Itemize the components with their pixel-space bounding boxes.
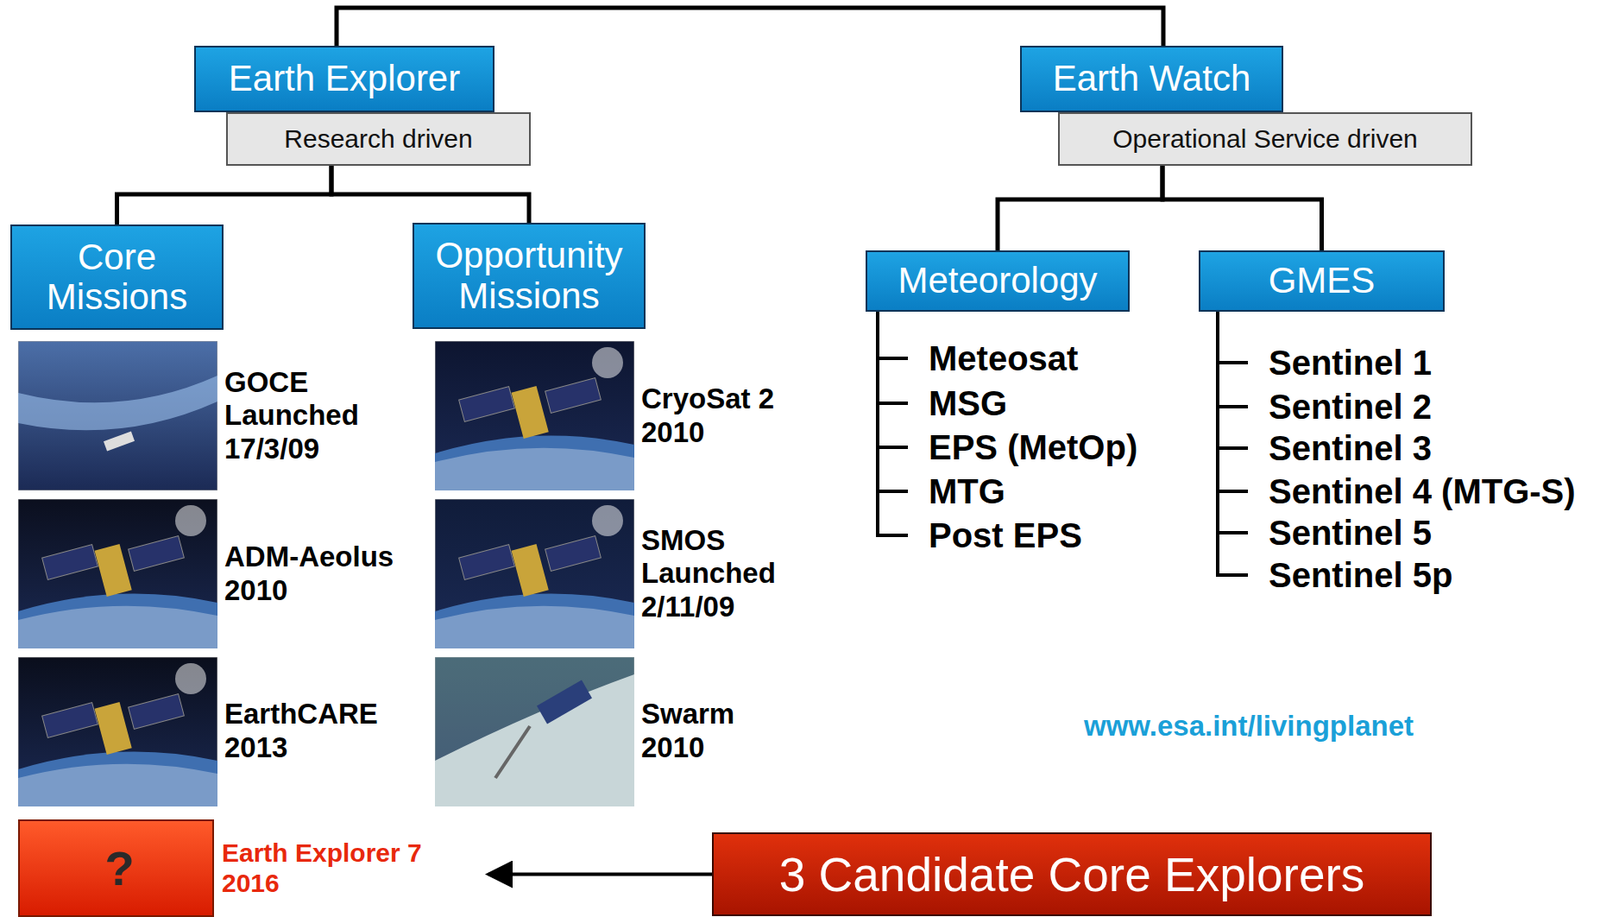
node-text: Swarm 2010 — [641, 697, 793, 764]
mission-entry: Swarm 2010 — [434, 655, 798, 807]
node-text: GOCE Launched 17/3/09 — [224, 365, 402, 467]
satellite-picture — [434, 498, 635, 649]
mission-group-box: Opportunity Missions — [412, 222, 646, 329]
satellite-picture — [434, 656, 635, 807]
category-box: Earth Watch — [1020, 45, 1284, 113]
node-text: SMOS Launched 2/11/09 — [641, 523, 793, 624]
future-mission-box: ? Earth Explorer 7 2016 — [18, 818, 486, 917]
tree-connector — [336, 7, 1164, 46]
mission-name: Sentinel 2 — [1268, 387, 1432, 426]
mission-name: Meteosat — [928, 339, 1078, 378]
mission-name: MSG — [928, 384, 1008, 423]
node-text: CryoSat 2 2010 — [641, 382, 793, 449]
node-text: Opportunity Missions — [422, 235, 636, 315]
candidate-box: 3 Candidate Core Explorers — [711, 831, 1432, 916]
mission-entry: EarthCARE 2013 — [18, 655, 424, 807]
mission-name: Sentinel 1 — [1268, 343, 1432, 382]
mission-entry: SMOS Launched 2/11/09 — [434, 498, 798, 649]
mission-entry: GOCE Launched 17/3/09 — [18, 340, 424, 491]
mission-name: Sentinel 5 — [1268, 513, 1432, 552]
tree-connector — [1162, 165, 1323, 251]
node-text: ADM-Aeolus 2010 — [224, 540, 402, 607]
mission-name: Sentinel 4 (MTG-S) — [1268, 472, 1576, 511]
programme-box: GMES — [1198, 250, 1445, 312]
satellite-picture — [18, 498, 218, 649]
node-text: Earth Watch — [1052, 58, 1252, 99]
arrow-connector — [488, 872, 712, 876]
web-address: www.esa.int/livingplanet — [1083, 710, 1414, 742]
mission-name: Post EPS — [928, 516, 1083, 555]
node-text: GMES — [1268, 260, 1376, 301]
node-text: 3 Candidate Core Explorers — [779, 846, 1366, 902]
tree-connector — [117, 165, 333, 225]
mission-name: Sentinel 3 — [1268, 428, 1432, 467]
node-text: Research driven — [283, 124, 473, 154]
mission-name: Sentinel 5p — [1268, 555, 1453, 594]
mission-name: MTG — [928, 472, 1006, 511]
category-box: Earth Explorer — [194, 45, 495, 113]
satellite-picture — [18, 656, 218, 807]
node-text: Meteorology — [897, 260, 1097, 301]
node-text: Earth Explorer — [228, 58, 460, 99]
driver-box: Research driven — [226, 112, 531, 166]
question-box: ? — [18, 818, 215, 917]
mission-name: EPS (MetOp) — [928, 428, 1138, 467]
tree-connector — [331, 165, 530, 223]
mission-entry: CryoSat 2 2010 — [434, 340, 798, 491]
node-text: ? — [104, 839, 134, 897]
node-text: Operational Service driven — [1112, 124, 1418, 154]
node-text: EarthCARE 2013 — [224, 697, 402, 764]
node-text: Core Missions — [20, 237, 214, 317]
driver-box: Operational Service driven — [1058, 112, 1473, 166]
tree-connector — [997, 165, 1163, 251]
satellite-picture — [18, 340, 218, 491]
programme-box: Meteorology — [865, 250, 1130, 312]
satellite-picture — [434, 340, 635, 491]
mission-group-box: Core Missions — [10, 224, 224, 330]
node-text: Earth Explorer 7 2016 — [221, 837, 447, 898]
mission-entry: ADM-Aeolus 2010 — [18, 498, 424, 649]
